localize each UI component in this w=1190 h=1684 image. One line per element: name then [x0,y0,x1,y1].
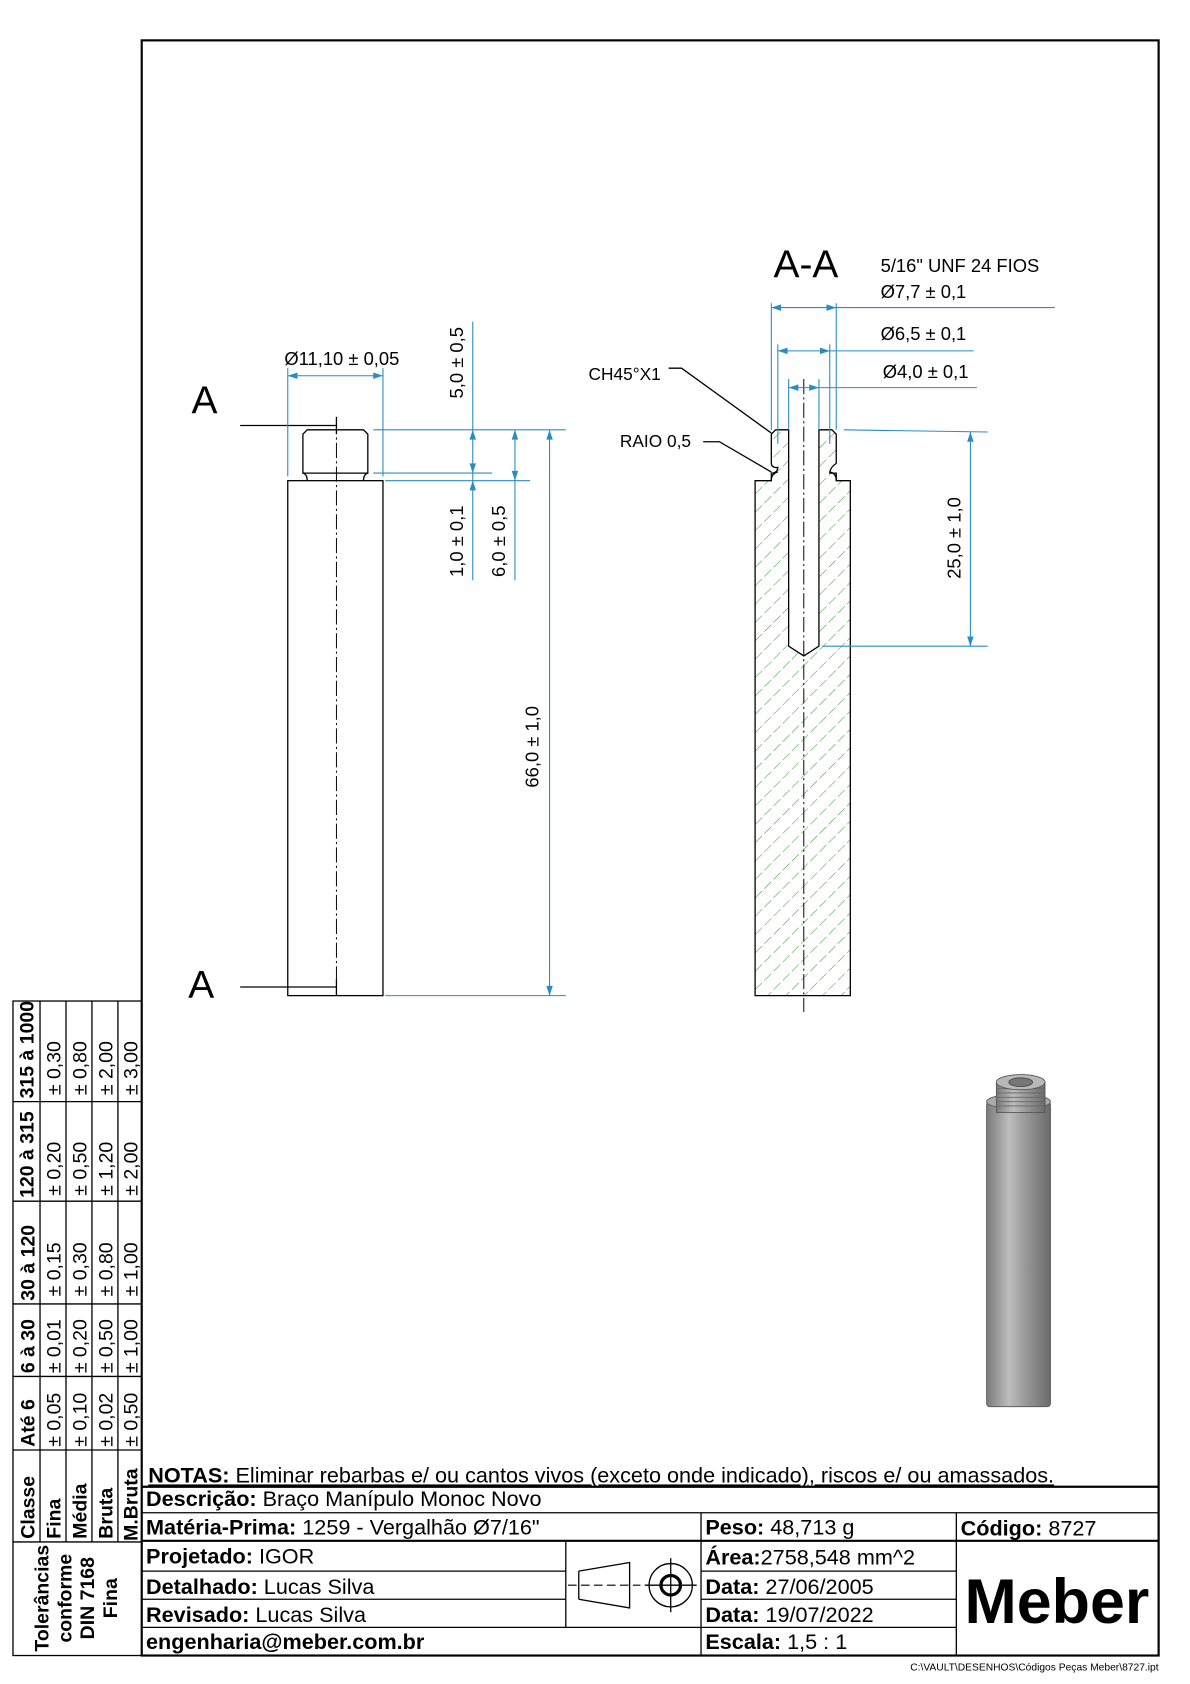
svg-text:± 0,80: ± 0,80 [70,1041,92,1095]
first-angle-projection-icon [567,1558,697,1613]
svg-text:± 0,30: ± 0,30 [70,1242,92,1296]
rod-body [287,480,384,997]
radius-note: RAIO 0,5 [620,431,691,451]
dimension-text: Ø6,5 ± 0,1 [881,323,967,344]
title-block: NOTAS: Eliminar rebarbas e/ ou cantos vi… [141,1462,1159,1674]
svg-text:± 2,00: ± 2,00 [96,1041,118,1095]
material-field: Matéria-Prima: 1259 - Vergalhão Ø7/16" [146,1514,540,1539]
dimension-text: Ø7,7 ± 0,1 [881,281,967,302]
dimension-text: 1,0 ± 0,1 [446,506,467,577]
svg-text:± 3,00: ± 3,00 [120,1041,142,1095]
chamfer-note: CH45°X1 [589,364,661,384]
svg-text:DIN 7168: DIN 7168 [77,1557,99,1639]
svg-text:± 0,20: ± 0,20 [44,1142,66,1196]
sheet-border [140,39,1160,1657]
svg-text:Fina: Fina [44,1498,66,1538]
dimension-text: Ø11,10 ± 0,05 [284,348,399,369]
svg-text:± 0,50: ± 0,50 [70,1142,92,1196]
table-row-media: Média ± 0,10 ± 0,20 ± 0,30 ± 0,50 ± 0,80 [70,1041,92,1539]
svg-text:± 0,05: ± 0,05 [44,1393,66,1447]
table-row-fina: Fina ± 0,05 ± 0,01 ± 0,15 ± 0,20 ± 0,30 [44,1041,66,1539]
reviewed-by-field: Revisado: Lucas Silva [146,1602,367,1627]
section-label-top: A [191,380,217,423]
svg-text:± 0,30: ± 0,30 [44,1041,66,1095]
table-row-bruta: Bruta ± 0,02 ± 0,50 ± 0,80 ± 1,20 ± 2,00 [96,1041,118,1539]
description-field: Descrição: Braço Manípulo Monoc Novo [146,1486,541,1511]
front-view: A A Ø11,10 ± 0,05 5,0 ± 0,5 1,0 ± 0,1 6,… [188,321,566,1007]
part-3d-render [986,1074,1051,1408]
svg-text:Tolerâncias: Tolerâncias [32,1545,54,1652]
thread-spec-text: 5/16" UNF 24 FIOS [881,255,1040,276]
svg-text:± 0,20: ± 0,20 [70,1319,92,1373]
thread-head [302,429,369,474]
svg-text:± 1,00: ± 1,00 [120,1319,142,1373]
code-field: Código: 8727 [961,1515,1097,1540]
dimension-diameter: Ø11,10 ± 0,05 [284,348,399,477]
svg-text:Bruta: Bruta [96,1488,118,1539]
section-view: A-A 5/16" UNF 24 FIOS Ø7,7 ± 0,1 Ø6,5 ± … [589,243,1055,1012]
notes: NOTAS: Eliminar rebarbas e/ ou cantos vi… [148,1462,1054,1487]
dimension-text: 6,0 ± 0,5 [488,506,509,577]
svg-text:± 0,01: ± 0,01 [44,1319,66,1373]
tolerance-table: Classe Até 6 6 à 30 30 à 120 120 à 315 3… [12,1000,142,1657]
svg-text:Média: Média [70,1483,92,1538]
table-header-class: Classe [18,1476,40,1539]
meber-logo: Meber [965,1567,1150,1637]
revised-date-field: Data: 19/07/2022 [705,1602,873,1627]
svg-text:± 0,15: ± 0,15 [44,1242,66,1296]
email-field: engenharia@meber.com.br [146,1629,425,1654]
svg-text:Fina: Fina [100,1578,122,1618]
detailed-by-field: Detalhado: Lucas Silva [146,1574,375,1599]
tolerance-standard-note: Tolerâncias conforme DIN 7168 Fina [32,1545,122,1652]
created-date-field: Data: 27/06/2005 [705,1574,873,1599]
section-label-bottom: A [188,964,214,1007]
dimension-text: 66,0 ± 1,0 [522,706,543,788]
table-header-range: 30 à 120 [18,1225,40,1301]
designed-by-field: Projetado: IGOR [146,1544,314,1569]
section-hatch [754,429,851,997]
dimension-text: 25,0 ± 1,0 [944,497,965,579]
svg-text:± 0,50: ± 0,50 [96,1319,118,1373]
scale-field: Escala: 1,5 : 1 [705,1629,847,1654]
table-header-range: 315 à 1000 [17,1001,39,1099]
svg-text:± 1,20: ± 1,20 [96,1142,118,1196]
svg-text:M.Bruta: M.Bruta [120,1468,142,1541]
svg-text:± 1,00: ± 1,00 [120,1242,142,1296]
table-header-range: 120 à 315 [17,1111,39,1198]
table-row-m-bruta: M.Bruta ± 0,50 ± 1,00 ± 1,00 ± 2,00 ± 3,… [120,1041,142,1541]
section-title: A-A [773,243,838,286]
svg-text:± 0,10: ± 0,10 [70,1393,92,1447]
file-path: C:\VAULT\DESENHOS\Códigos Peças Meber\87… [910,1663,1159,1674]
svg-text:conforme: conforme [54,1554,76,1643]
table-header-range: 6 à 30 [18,1319,40,1373]
area-field: Área:2758,548 mm^2 [705,1545,915,1570]
svg-text:± 0,80: ± 0,80 [96,1242,118,1296]
groove [302,472,369,481]
svg-text:± 2,00: ± 2,00 [120,1142,142,1196]
svg-text:± 0,02: ± 0,02 [96,1393,118,1447]
table-header-range: Até 6 [18,1399,40,1447]
dimension-text: Ø4,0 ± 0,1 [883,361,969,382]
dimension-text: 5,0 ± 0,5 [446,327,467,398]
svg-text:± 0,50: ± 0,50 [120,1393,142,1447]
weight-field: Peso: 48,713 g [705,1514,854,1539]
